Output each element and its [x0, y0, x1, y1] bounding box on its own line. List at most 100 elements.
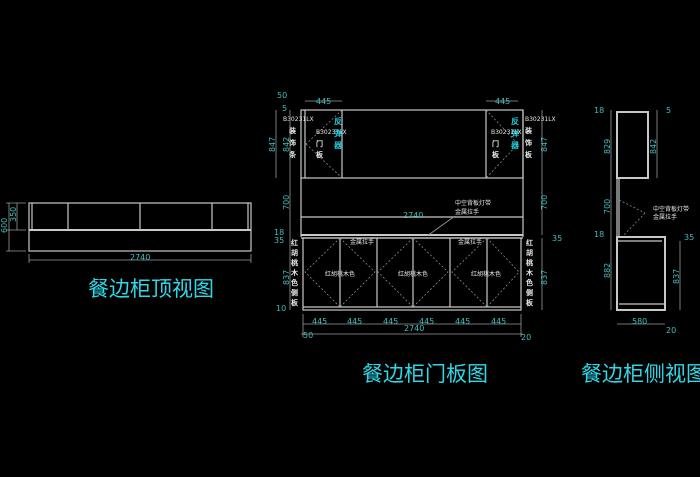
- dim-20-bottom: 20: [521, 333, 531, 342]
- right-code: B30231LX: [525, 116, 556, 123]
- side-note-2: 金属拉手: [653, 213, 677, 221]
- dim-35-right: 35: [552, 234, 562, 243]
- leader-line: [623, 212, 646, 236]
- glass-label: 器: [333, 141, 343, 150]
- dim-445-top-right: 445: [495, 97, 510, 106]
- lower-cabinet: [302, 237, 522, 311]
- side-view: 中空背板灯带 金属拉手 18 5 829 842 700 18 35 882 8…: [581, 106, 700, 386]
- door-material-label: 红胡桃木色: [325, 270, 355, 278]
- glass-label: 反: [334, 116, 342, 126]
- side-char: 胡: [526, 248, 533, 257]
- door-swing-lines: [304, 237, 520, 308]
- left-trim-label: 装: [288, 126, 296, 135]
- side-char: 桃: [291, 258, 298, 267]
- dim-5-top: 5: [282, 104, 287, 113]
- dim-837-right: 837: [540, 270, 549, 285]
- dim-580: 580: [632, 317, 647, 326]
- glass-label-right: 反: [511, 116, 519, 126]
- side-char: 木: [525, 268, 534, 277]
- right-panel-label: 饰: [525, 138, 532, 147]
- dim-842-left: 842: [282, 137, 291, 152]
- dim-2740-bottom: 2740: [404, 324, 424, 333]
- left-trim-label: 饰: [289, 138, 296, 147]
- niche-note-2: 金属拉手: [455, 208, 479, 216]
- left-side-material-label: 红 胡 桃 木 色 侧 板: [290, 238, 299, 307]
- left-code: B30231LX: [283, 116, 314, 123]
- leader-line: [426, 215, 456, 237]
- side-char: 板: [291, 298, 299, 307]
- dim-18-counter: 18: [594, 230, 604, 239]
- door-material-label: 红胡桃木色: [471, 270, 501, 278]
- dim-445-bottom: 445: [419, 317, 434, 326]
- side-char: 木: [290, 268, 299, 277]
- door-swing: [305, 143, 343, 179]
- handle-label: 金属拉手: [458, 238, 482, 246]
- door-swing: [485, 109, 519, 145]
- side-char: 红: [526, 238, 533, 247]
- dim-35-left: 35: [274, 236, 284, 245]
- side-char: 色: [526, 278, 533, 287]
- dim-350: 350: [9, 207, 18, 222]
- lower-doors: [304, 237, 520, 308]
- top-view: 600 350 2740 餐边柜顶视图: [0, 202, 252, 301]
- dim-5-top: 5: [666, 106, 671, 115]
- right-panel-label: 装: [524, 126, 532, 135]
- glass-label: 弹: [334, 128, 342, 138]
- upper-door-code: B30231LX: [316, 129, 347, 136]
- side-char: 色: [291, 278, 298, 287]
- upper-door-code-right: B30231LX: [491, 129, 522, 136]
- upper-cabinet-side: [616, 111, 649, 179]
- upper-door-label-right: 门: [492, 139, 499, 148]
- handle-label: 金属拉手: [350, 238, 374, 246]
- dim-445-bottom: 445: [491, 317, 506, 326]
- right-side-material-label: 红 胡 桃 木 色 侧 板: [525, 238, 534, 307]
- niche-note-1: 中空背板灯带: [455, 199, 491, 207]
- side-note-1: 中空背板灯带: [653, 205, 689, 213]
- side-char: 桃: [526, 258, 533, 267]
- dim-445-bottom: 445: [312, 317, 327, 326]
- right-panel-label: 板: [525, 150, 533, 159]
- dim-445-bottom: 445: [383, 317, 398, 326]
- dim-10-left: 10: [276, 304, 286, 313]
- side-char: 侧: [291, 288, 298, 297]
- upper-door-label-right: 板: [492, 150, 500, 159]
- dim-445-top-left: 445: [316, 97, 331, 106]
- door-material-label: 红胡桃木色: [398, 270, 428, 278]
- door-view: B30231LX 装 饰 条 B30231LX 门 板 反 弹 器 反 弹 器 …: [268, 91, 562, 386]
- dim-2740-middle: 2740: [403, 211, 423, 220]
- dim-50-bottom: 50: [303, 331, 313, 340]
- dim-35: 35: [684, 233, 694, 242]
- glass-label-right: 弹: [511, 128, 519, 138]
- dim-445-bottom: 445: [347, 317, 362, 326]
- side-char: 红: [291, 238, 298, 247]
- side-char: 板: [526, 298, 534, 307]
- dim-829: 829: [603, 139, 612, 154]
- side-view-title: 餐边柜侧视图: [581, 362, 700, 386]
- dim-700: 700: [603, 199, 612, 214]
- dim-50-top: 50: [277, 91, 287, 100]
- upper-door-label: 门: [316, 139, 323, 148]
- dim-847-left: 847: [268, 137, 277, 152]
- side-char: 胡: [291, 248, 298, 257]
- leader-line: [618, 199, 646, 214]
- door-swing: [305, 109, 343, 145]
- dim-2740: 2740: [130, 253, 150, 262]
- dim-20: 20: [666, 326, 676, 335]
- side-char: 侧: [526, 288, 533, 297]
- glass-label-right: 器: [510, 141, 520, 150]
- upper-door-label: 板: [316, 150, 324, 159]
- top-view-title: 餐边柜顶视图: [88, 277, 214, 301]
- dim-842: 842: [649, 139, 658, 154]
- dim-847-right: 847: [540, 137, 549, 152]
- dim-18-left: 18: [274, 228, 284, 237]
- dim-700-left: 700: [282, 195, 291, 210]
- dim-837: 837: [672, 269, 681, 284]
- lower-cabinet-side: [616, 236, 666, 311]
- dim-445-bottom: 445: [455, 317, 470, 326]
- door-view-title: 餐边柜门板图: [362, 362, 488, 386]
- dim-600: 600: [0, 218, 9, 233]
- dim-837-left: 837: [282, 270, 291, 285]
- dim-18-top: 18: [594, 106, 604, 115]
- left-trim-label: 条: [288, 150, 297, 159]
